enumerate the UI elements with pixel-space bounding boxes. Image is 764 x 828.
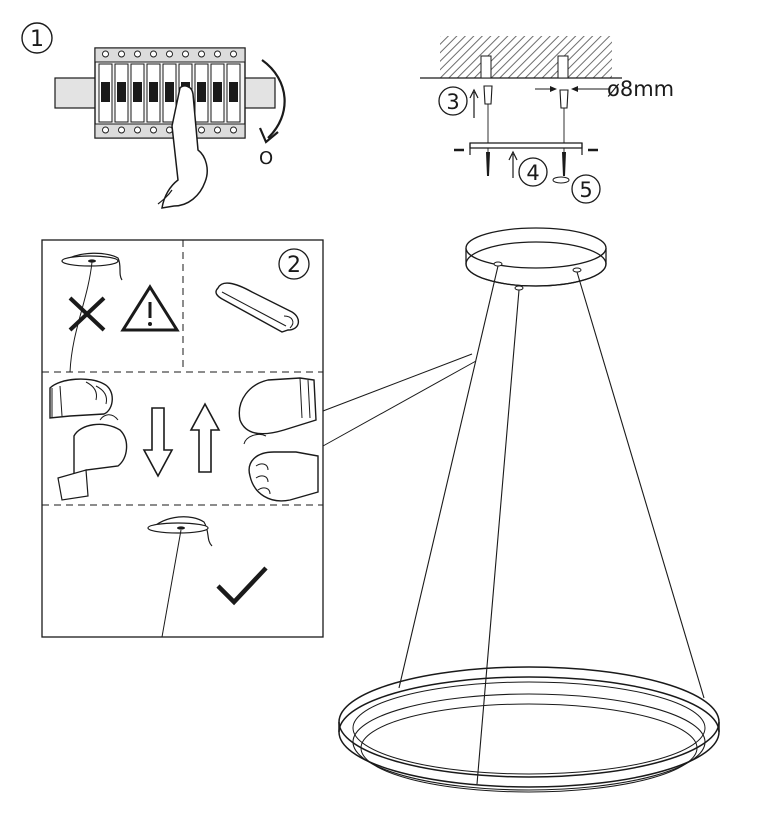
breaker-switch <box>213 82 222 102</box>
hand-icon <box>161 85 208 209</box>
pendant-ring-lamp <box>338 227 720 793</box>
terminal-screw <box>230 126 237 134</box>
terminal-screw <box>198 50 205 58</box>
mounting-bracket <box>454 142 598 155</box>
terminal-screw <box>118 126 125 134</box>
breaker-switch <box>117 82 126 102</box>
terminal-screw <box>134 126 141 134</box>
terminal-screw <box>214 50 221 58</box>
breaker-switch <box>229 82 238 102</box>
step2-badge: 2 <box>278 248 310 280</box>
pull-up-arrow-icon <box>189 402 221 473</box>
turn-off-arrow-icon <box>261 59 286 139</box>
terminal-screw <box>150 126 157 134</box>
ceiling-slab <box>440 36 612 78</box>
step5-badge: 5 <box>571 174 601 204</box>
step1-breaker-group: 1 O <box>21 22 286 209</box>
terminal-screw <box>150 50 157 58</box>
led-ring <box>338 666 720 793</box>
cleaning-cloth-icon <box>215 282 299 333</box>
step1-number: 1 <box>30 27 44 52</box>
warning-triangle-icon <box>120 284 180 332</box>
screw-icon <box>486 152 566 176</box>
terminal-screw <box>134 50 141 58</box>
terminal-screw <box>118 50 125 58</box>
wall-plug-icon <box>483 85 569 109</box>
terminal-screw <box>102 50 109 58</box>
washer-icon <box>552 176 570 184</box>
wiring-instruction-panel: 2 <box>41 239 324 638</box>
detail-callout-lines <box>322 353 477 447</box>
ceiling-mount-group: ø8mm 3 4 5 <box>420 36 674 204</box>
terminal-screw <box>166 50 173 58</box>
terminal-screw <box>102 126 109 134</box>
terminal-screw <box>214 126 221 134</box>
breaker-panel-icon <box>94 47 246 139</box>
step4-number: 4 <box>526 161 539 185</box>
terminal-screw <box>182 50 189 58</box>
gloved-hands-left-icon <box>49 378 128 501</box>
step1-badge: 1 <box>21 22 53 54</box>
terminal-screw <box>230 50 237 58</box>
push-down-arrow-icon <box>142 407 174 478</box>
terminal-screw <box>198 126 205 134</box>
step3-badge: 3 <box>438 86 468 116</box>
canopy-wire-wrong <box>61 252 123 373</box>
canopy-wire-correct <box>147 516 213 638</box>
cross-icon <box>68 296 106 332</box>
step5-number: 5 <box>579 178 592 202</box>
gloved-hands-right-icon <box>238 377 319 502</box>
breaker-off-label: O <box>259 148 273 169</box>
drill-diameter-label: ø8mm <box>607 77 674 101</box>
step3-number: 3 <box>446 90 459 114</box>
breaker-switch <box>149 82 158 102</box>
breaker-switch <box>197 82 206 102</box>
suspension-cables <box>398 265 705 785</box>
breaker-switch <box>133 82 142 102</box>
breaker-switch <box>101 82 110 102</box>
check-mark-icon <box>216 566 268 606</box>
step4-badge: 4 <box>518 157 548 187</box>
ceiling-canopy <box>465 227 607 291</box>
step2-number: 2 <box>287 253 301 278</box>
breaker-switch <box>165 82 174 102</box>
